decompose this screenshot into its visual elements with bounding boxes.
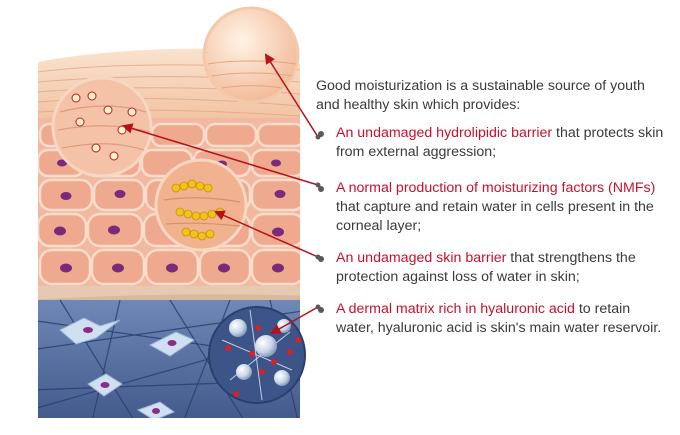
item-text: that strengthens the protection against … [336, 250, 636, 285]
list-item: A normal production of moisturizing fact… [316, 179, 666, 236]
magnifier-hydrolipidic [51, 76, 153, 178]
magnifier-hyaluronic [208, 306, 306, 404]
pointer-arrows [121, 53, 319, 335]
item-text: to retain water, hyaluronic acid is skin… [336, 301, 662, 336]
list-item: An undamaged skin barrier that strengthe… [316, 249, 666, 287]
item-highlight: A normal production of moisturizing fact… [336, 180, 656, 196]
item-text: that protects skin from external aggress… [336, 125, 664, 160]
magnifier-corneum [202, 6, 300, 104]
bullet-icon [318, 307, 324, 313]
item-text: that capture and retain water in cells p… [336, 199, 654, 234]
item-highlight: A dermal matrix rich in hyaluronic acid [336, 301, 575, 317]
bullet-icon [318, 131, 324, 137]
bullet-icon [318, 256, 324, 262]
list-item: A dermal matrix rich in hyaluronic acid … [316, 300, 666, 338]
bullet-icon [318, 186, 324, 192]
item-highlight: An undamaged skin barrier [336, 250, 507, 266]
list-item: An undamaged hydrolipidic barrier that p… [316, 124, 666, 162]
intro-text: Good moisturization is a sustainable sou… [316, 78, 645, 113]
magnifier-nmf [154, 158, 248, 252]
item-highlight: An undamaged hydrolipidic barrier [336, 125, 553, 141]
